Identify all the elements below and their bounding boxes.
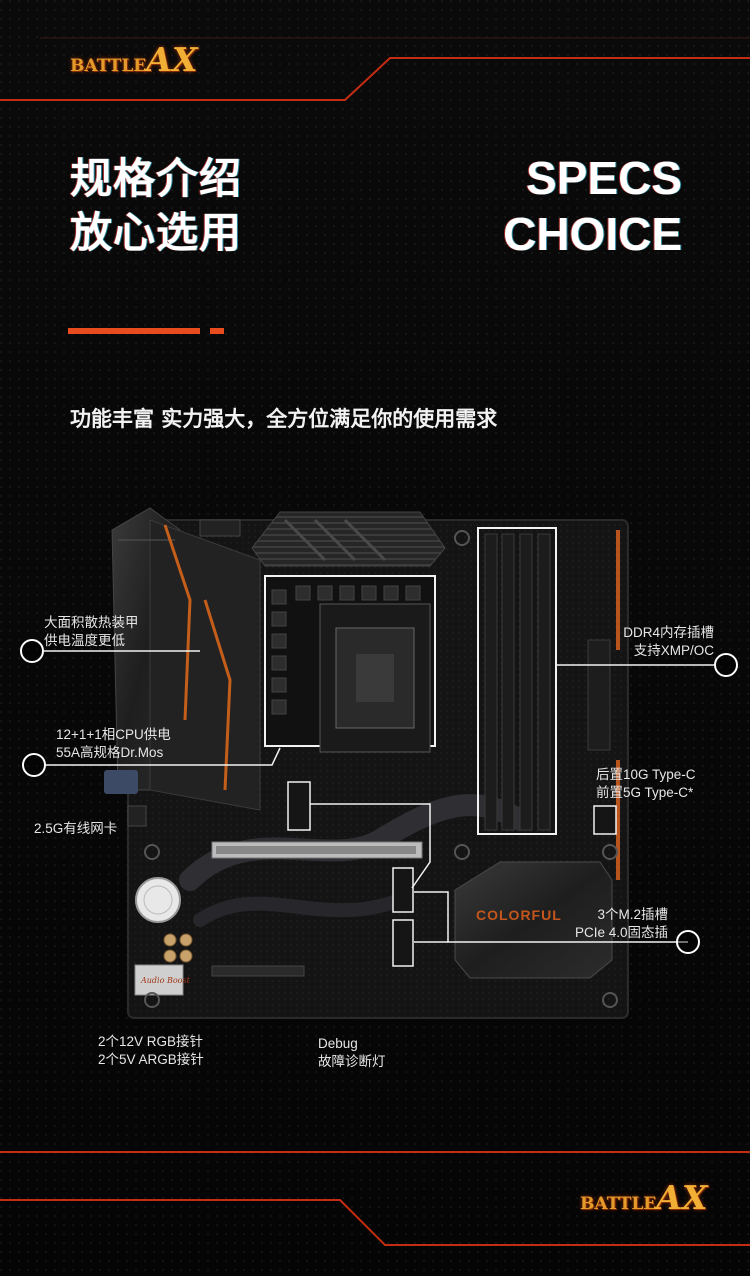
callout-dot-ddr: [714, 653, 738, 677]
heading-cn-line2: 放心选用: [70, 208, 243, 257]
top-frame-lines: [0, 37, 750, 101]
callout-debug-line1: Debug: [318, 1036, 358, 1051]
accent-bar-short: [210, 328, 224, 334]
heading-english: SPECS CHOICE: [503, 150, 682, 262]
callout-typec-line1: 后置10G Type-C: [596, 767, 696, 782]
brand-logo-small-text: BATTLE: [70, 56, 147, 76]
callout-heatsink-line2: 供电温度更低: [44, 633, 125, 648]
heading-en-line2: CHOICE: [503, 208, 682, 260]
callout-typec: 后置10G Type-C 前置5G Type-C*: [596, 766, 696, 802]
callout-heatsink: 大面积散热装甲 供电温度更低: [44, 614, 139, 650]
callout-debug: Debug 故障诊断灯: [318, 1035, 386, 1071]
brand-logo-big-text: AX: [146, 40, 198, 79]
callout-lan: 2.5G有线网卡: [34, 821, 118, 836]
callout-m2-line2: PCIe 4.0固态插: [574, 925, 668, 940]
brand-logo-bottom-big-text: AX: [656, 1178, 708, 1217]
callout-m2-line1: 3个M.2插槽: [597, 907, 668, 922]
callout-dot-vrm: [22, 753, 46, 777]
callout-ddr: DDR4内存插槽 支持XMP/OC: [623, 624, 714, 660]
callout-m2: 3个M.2插槽 PCIe 4.0固态插: [575, 906, 668, 942]
callout-dot-heatsink: [20, 639, 44, 663]
accent-bar-long: [68, 328, 200, 334]
callout-rgb: 2个12V RGB接针 2个5V ARGB接针: [98, 1033, 204, 1069]
brand-logo-bottom: BATTLEAX: [580, 1178, 707, 1217]
callout-ddr-line2: 支持XMP/OC: [633, 643, 714, 658]
callout-vrm: 12+1+1相CPU供电 55A高规格Dr.Mos: [56, 726, 171, 762]
brand-logo-top: BATTLEAX: [70, 40, 197, 79]
heading-en-line1: SPECS: [526, 152, 682, 204]
callout-heatsink-line1: 大面积散热装甲: [44, 615, 139, 630]
callout-typec-line2: 前置5G Type-C*: [596, 785, 694, 800]
audio-chip-text: Audio Boost: [140, 976, 191, 985]
brand-logo-bottom-small-text: BATTLE: [580, 1194, 657, 1214]
callout-vrm-line1: 12+1+1相CPU供电: [56, 727, 171, 742]
motherboard-image: COLORFUL Audio Boost: [44, 507, 714, 1019]
tagline: 功能丰富 实力强大，全方位满足你的使用需求: [70, 407, 498, 431]
heading-chinese: 规格介绍 放心选用: [70, 152, 242, 260]
callout-ddr-line1: DDR4内存插槽: [623, 625, 714, 640]
heading-cn-line1: 规格介绍: [70, 154, 243, 203]
callout-rgb-line2: 2个5V ARGB接针: [98, 1052, 204, 1067]
chipset-brand-text: COLORFUL: [476, 907, 562, 923]
callout-dot-m2: [676, 930, 700, 954]
callout-debug-line2: 故障诊断灯: [318, 1054, 386, 1069]
callout-vrm-line2: 55A高规格Dr.Mos: [56, 745, 164, 760]
callout-rgb-line1: 2个12V RGB接针: [98, 1034, 204, 1049]
